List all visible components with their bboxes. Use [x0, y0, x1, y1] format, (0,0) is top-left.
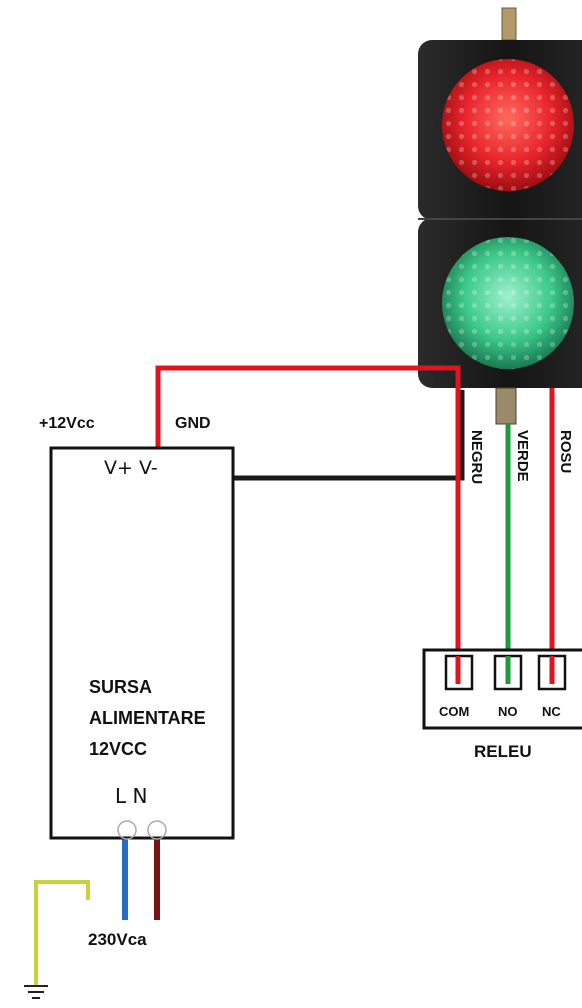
ln-label: L N: [115, 784, 147, 808]
top-bolt: [501, 7, 517, 41]
psu-title-line1: SURSA: [89, 677, 152, 697]
wire-label-rosu: ROSU: [557, 430, 574, 473]
relay: COM NO NC: [422, 648, 582, 730]
psu-title-line2: ALIMENTARE: [89, 708, 206, 728]
relay-no-label: NO: [498, 704, 518, 719]
terminals-label: V+ V-: [104, 457, 158, 479]
traffic-light: [418, 7, 582, 425]
relay-nc-label: NC: [542, 704, 561, 719]
red-wire-gnd: [155, 365, 461, 658]
wire-label-negru: NEGRU: [468, 430, 485, 484]
plus-12vcc-label: +12Vcc: [39, 415, 95, 432]
relay-title: RELEU: [474, 742, 532, 761]
psu-title-line3: 12VCC: [89, 739, 147, 759]
ground-icon: [24, 985, 48, 999]
wire-label-verde: VERDE: [514, 430, 531, 482]
mains-label: 230Vca: [88, 930, 147, 949]
gnd-label: GND: [175, 415, 211, 432]
power-supply: V+ V- SURSA ALIMENTARE 12VCC L N: [49, 446, 235, 840]
relay-com-label: COM: [439, 704, 469, 719]
terminal-l-icon: [117, 820, 137, 840]
terminal-n-icon: [147, 820, 167, 840]
bottom-bolt: [495, 387, 517, 425]
power-supply-box: [49, 446, 235, 840]
earth-wire: [34, 880, 90, 985]
